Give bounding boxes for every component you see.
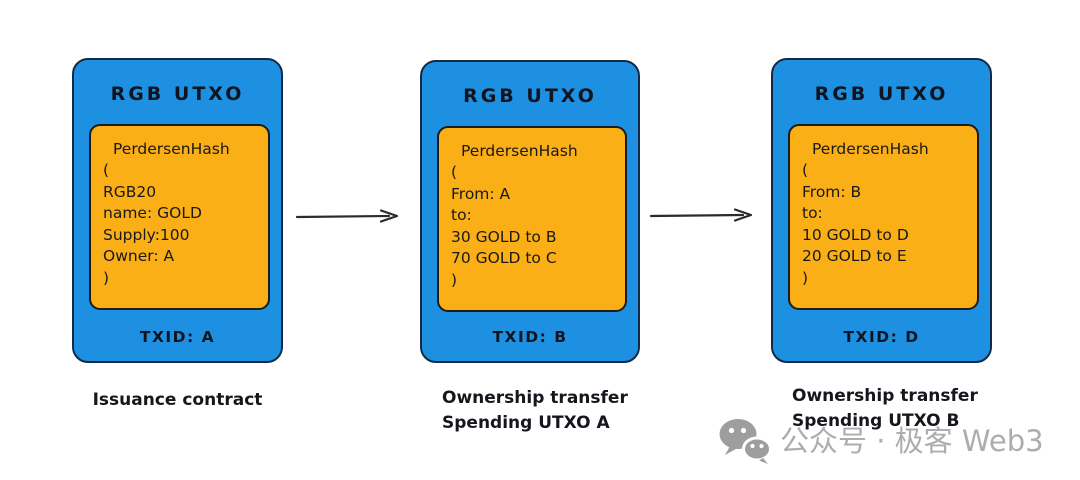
wechat-icon (719, 419, 772, 464)
pedersen-hash-box: PerdersenHash ( RGB20 name: GOLD Supply:… (89, 124, 270, 310)
txid-label: TXID: A (139, 328, 216, 346)
caption-ownership-transfer-b: Ownership transfer Spending UTXO B (792, 384, 978, 434)
hash-line: 10 GOLD to D (802, 225, 909, 244)
hash-line: ( (451, 163, 458, 181)
utxo-box-d: RGB UTXO PerdersenHash ( From: B to: 10 … (771, 58, 992, 363)
hash-title: PerdersenHash (113, 140, 230, 158)
pedersen-hash-box: PerdersenHash ( From: B to: 10 GOLD to D… (788, 124, 979, 310)
caption-line: Spending UTXO B (792, 411, 960, 431)
utxo-box-title: RGB UTXO (463, 85, 597, 107)
hash-title: PerdersenHash (461, 142, 578, 160)
hash-line: ( (103, 161, 110, 179)
hash-line: ) (103, 268, 110, 287)
arrow-right-icon (295, 209, 399, 223)
hash-line: ( (802, 161, 809, 179)
txid-label: TXID: B (492, 328, 568, 346)
utxo-box-title: RGB UTXO (110, 83, 245, 105)
txid-label: TXID: D (843, 328, 920, 346)
hash-line: ) (451, 270, 458, 289)
caption-line: Ownership transfer (442, 388, 628, 408)
caption-line: Issuance contract (92, 390, 263, 410)
arrow-right-icon (649, 208, 753, 222)
hash-line: 30 GOLD to B (451, 227, 557, 246)
hash-line: From: A (451, 184, 511, 203)
hash-line: 70 GOLD to C (451, 249, 557, 267)
caption-line: Spending UTXO A (442, 413, 610, 433)
watermark-text: 公众号 · 极客 Web3 (780, 424, 1044, 458)
watermark: 公众号 · 极客 Web3 (718, 417, 1044, 465)
utxo-box-a: RGB UTXO PerdersenHash ( RGB20 name: GOL… (72, 58, 283, 363)
hash-line: RGB20 (103, 182, 157, 201)
pedersen-hash-box: PerdersenHash ( From: A to: 30 GOLD to B… (437, 126, 627, 312)
caption-issuance-contract: Issuance contract (72, 388, 283, 413)
hash-line: From: B (802, 182, 862, 201)
hash-line: to: (451, 206, 472, 224)
hash-title: PerdersenHash (812, 140, 929, 158)
hash-line: Owner: A (103, 247, 175, 265)
caption-line: Ownership transfer (792, 386, 978, 406)
hash-line: Supply:100 (103, 225, 190, 244)
hash-line: ) (802, 268, 809, 287)
hash-line: name: GOLD (103, 204, 202, 222)
hash-line: to: (802, 204, 823, 222)
caption-ownership-transfer-a: Ownership transfer Spending UTXO A (442, 386, 628, 436)
hash-line: 20 GOLD to E (802, 247, 907, 265)
utxo-box-title: RGB UTXO (814, 83, 949, 105)
utxo-box-b: RGB UTXO PerdersenHash ( From: A to: 30 … (420, 60, 640, 363)
